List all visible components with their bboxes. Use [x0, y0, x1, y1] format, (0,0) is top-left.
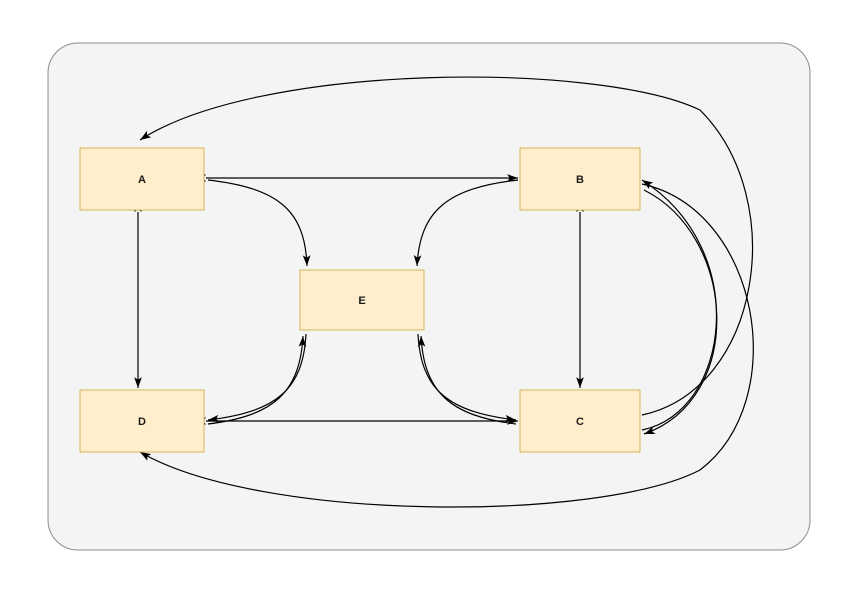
- node-b[interactable]: B: [519, 147, 641, 211]
- node-a[interactable]: A: [79, 147, 205, 211]
- edge-e-c: [417, 333, 517, 423]
- node-label-a: A: [138, 174, 146, 186]
- node-box-c[interactable]: [519, 389, 641, 453]
- node-e[interactable]: E: [299, 269, 425, 331]
- node-d[interactable]: D: [79, 389, 205, 453]
- edge-c-a: [139, 76, 753, 416]
- node-label-d: D: [138, 416, 146, 428]
- node-label-c: C: [576, 416, 584, 428]
- edge-a-e: [207, 179, 311, 267]
- edge-c-e: [417, 335, 517, 425]
- node-label-b: B: [576, 174, 584, 186]
- edge-b-e: [413, 179, 519, 267]
- edge-e-d: [207, 333, 307, 423]
- node-box-d[interactable]: [79, 389, 205, 453]
- node-box-b[interactable]: [519, 147, 641, 211]
- node-box-e[interactable]: [299, 269, 425, 331]
- node-box-a[interactable]: [79, 147, 205, 211]
- node-c[interactable]: C: [519, 389, 641, 453]
- edge-b-c: [643, 189, 718, 435]
- node-layer: A B E D C: [79, 147, 641, 453]
- edge-layer: [134, 76, 754, 508]
- node-label-e: E: [358, 295, 365, 307]
- edge-b-d: [139, 183, 754, 508]
- edge-d-e: [207, 335, 307, 425]
- cluster-container: [47, 42, 811, 551]
